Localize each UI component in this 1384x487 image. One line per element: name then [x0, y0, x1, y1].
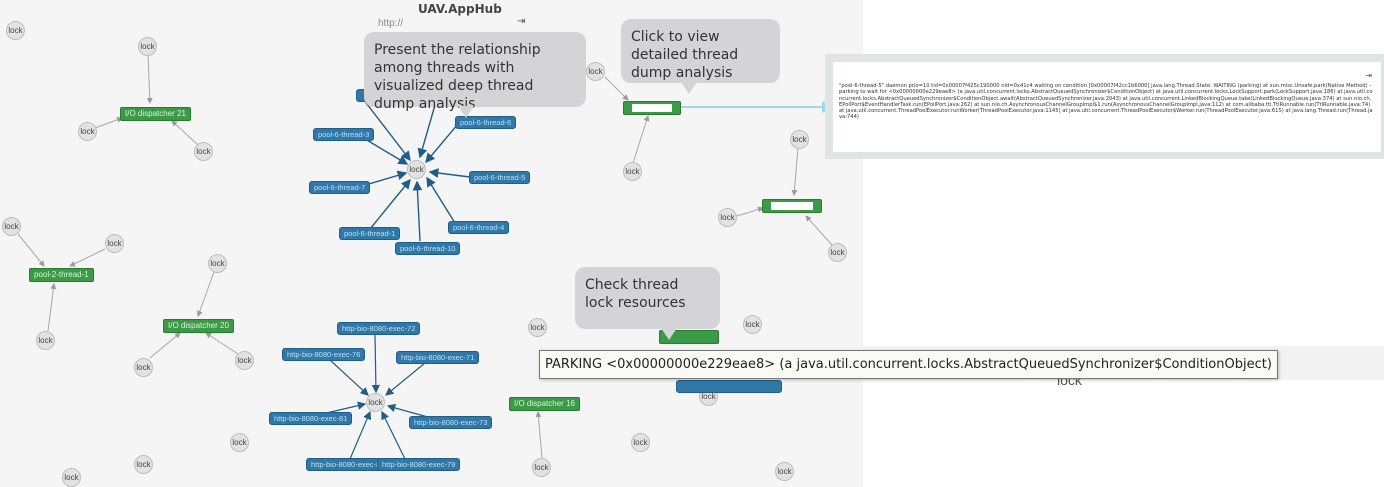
lock-node[interactable]: lock	[134, 358, 153, 377]
lock-node[interactable]: lock	[78, 122, 97, 141]
lock-node[interactable]: lock	[2, 217, 21, 236]
lock-node[interactable]: lock	[36, 331, 55, 350]
lock-node[interactable]: lock	[743, 315, 762, 334]
app-title: UAV.AppHub	[418, 2, 502, 16]
thread-node-http[interactable]: http-bio-8080-exec-81	[269, 412, 353, 425]
thread-node-pool-6[interactable]: pool-6-thread-7	[309, 181, 371, 194]
thread-node-io-dispatcher-16[interactable]: I/O dispatcher 16	[509, 397, 580, 411]
thread-node-http[interactable]: http-bio-8080-exec-73	[409, 416, 493, 429]
lock-node[interactable]: lock	[105, 234, 124, 253]
thread-dump-content: ⇥ "pool-6-thread-5" daemon prio=10 tid=0…	[833, 62, 1381, 152]
thread-node-io-dispatcher-21[interactable]: I/O dispatcher 21	[120, 107, 191, 121]
lock-resource-tooltip: PARKING <0x00000000e229eae8> (a java.uti…	[539, 350, 1278, 379]
lock-node-pool6[interactable]: lock	[407, 160, 426, 179]
lock-node[interactable]: lock	[230, 433, 249, 452]
thread-node-pool-6[interactable]: pool-6-thread-10	[395, 242, 461, 255]
callout-check-lock: Check thread lock resources	[575, 267, 720, 340]
lock-node[interactable]: lock	[138, 37, 157, 56]
lock-node[interactable]: lock	[623, 162, 642, 181]
callout-tail	[681, 82, 697, 94]
callout-click-view: Click to view detailed thread dump analy…	[621, 19, 780, 94]
lock-node[interactable]: lock	[631, 433, 650, 452]
graph-edges	[17, 54, 833, 460]
lock-node[interactable]: lock	[718, 208, 737, 227]
thread-dump-text: "pool-6-thread-5" daemon prio=10 tid=0x0…	[839, 83, 1373, 121]
lock-node[interactable]: lock	[775, 462, 794, 481]
thread-node-http[interactable]: http-bio-8080-exec-71	[396, 351, 480, 364]
callout-tail	[458, 106, 474, 118]
lock-node[interactable]: lock	[62, 468, 81, 487]
lock-node[interactable]: lock	[134, 455, 153, 474]
thread-node-http[interactable]: http-bio-8080-exec-79	[377, 458, 461, 471]
lock-node[interactable]: lock	[194, 142, 213, 161]
thread-node-pool-2-thread-1[interactable]: pool-2-thread-1	[29, 268, 94, 282]
lock-node[interactable]: lock	[6, 21, 25, 40]
lock-node[interactable]: lock	[828, 243, 847, 262]
callout-relationship: Present the relationship among threads w…	[364, 32, 586, 118]
callout-check-lock-text: Check thread lock resources	[585, 277, 686, 311]
thread-node-right[interactable]	[762, 199, 822, 213]
thread-node-pool-6[interactable]: pool-6-thread-3	[313, 128, 375, 141]
thread-node-pool-6[interactable]: pool-6-thread-6	[455, 116, 517, 129]
callout-click-view-text: Click to view detailed thread dump analy…	[631, 29, 739, 81]
exit-icon[interactable]: ⇥	[517, 16, 526, 27]
lock-node[interactable]: lock	[528, 318, 547, 337]
callout-tail	[661, 328, 677, 340]
thread-node-pool-6[interactable]: pool-6-thread-4	[448, 221, 510, 234]
thread-node-pool-6[interactable]: pool-6-thread-5	[469, 171, 531, 184]
lock-node[interactable]: lock	[790, 130, 809, 149]
thread-node-http[interactable]: http-bio-8080-exec-76	[282, 348, 366, 361]
thread-node-partial[interactable]	[676, 380, 782, 393]
thread-node-io-dispatcher-20[interactable]: I/O dispatcher 20	[163, 319, 234, 333]
thread-node-http[interactable]: http-bio-8080-exec-72	[337, 322, 421, 335]
thread-node-pool-6[interactable]: pool-6-thread-1	[339, 227, 401, 240]
lock-node[interactable]: lock	[208, 254, 227, 273]
lock-node[interactable]: lock	[586, 62, 605, 81]
lock-node[interactable]: lock	[532, 458, 551, 477]
lock-node-http[interactable]: lock	[366, 393, 385, 412]
lock-node[interactable]: lock	[235, 351, 254, 370]
callout-relationship-text: Present the relationship among threads w…	[374, 42, 541, 112]
exit-icon[interactable]: ⇥	[1365, 71, 1372, 80]
url-text: http://	[378, 18, 404, 29]
thread-graph-canvas[interactable]: UAV.AppHub http:// ⇥ lock lock lock lock…	[0, 0, 863, 487]
selected-thread-node[interactable]	[623, 101, 681, 115]
thread-dump-panel: ⇥ "pool-6-thread-5" daemon prio=10 tid=0…	[825, 54, 1384, 159]
